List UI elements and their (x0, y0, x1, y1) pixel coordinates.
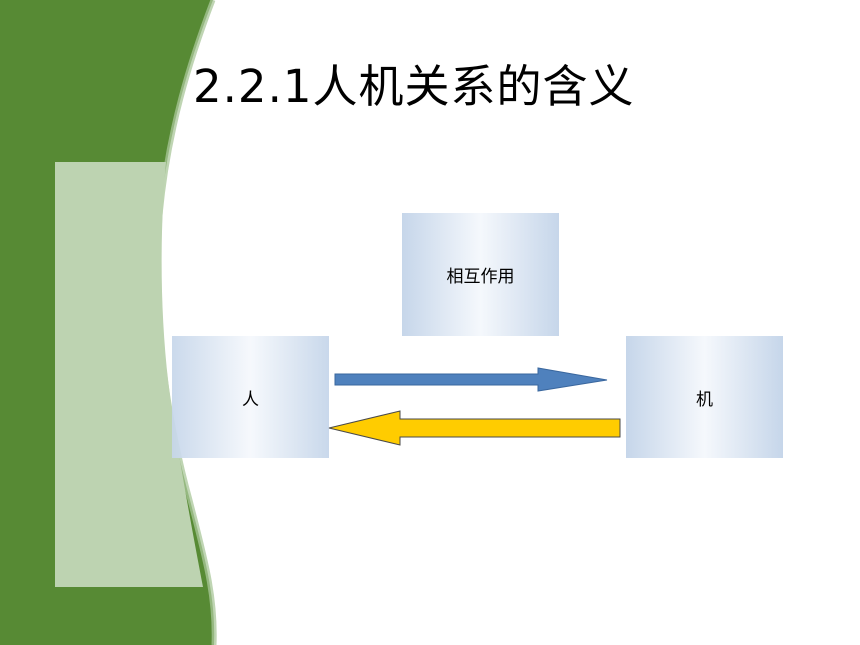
machine-box: 机 (626, 336, 783, 458)
sidebar-light-panel (55, 162, 203, 587)
slide-title: 2.2.1人机关系的含义 (193, 60, 635, 113)
interaction-box: 相互作用 (402, 213, 559, 336)
arrow-to-human (328, 410, 621, 446)
arrow-to-machine (334, 367, 608, 392)
machine-label: 机 (696, 389, 713, 410)
interaction-label: 相互作用 (446, 267, 515, 287)
human-label: 人 (242, 389, 259, 410)
human-box: 人 (172, 336, 329, 458)
